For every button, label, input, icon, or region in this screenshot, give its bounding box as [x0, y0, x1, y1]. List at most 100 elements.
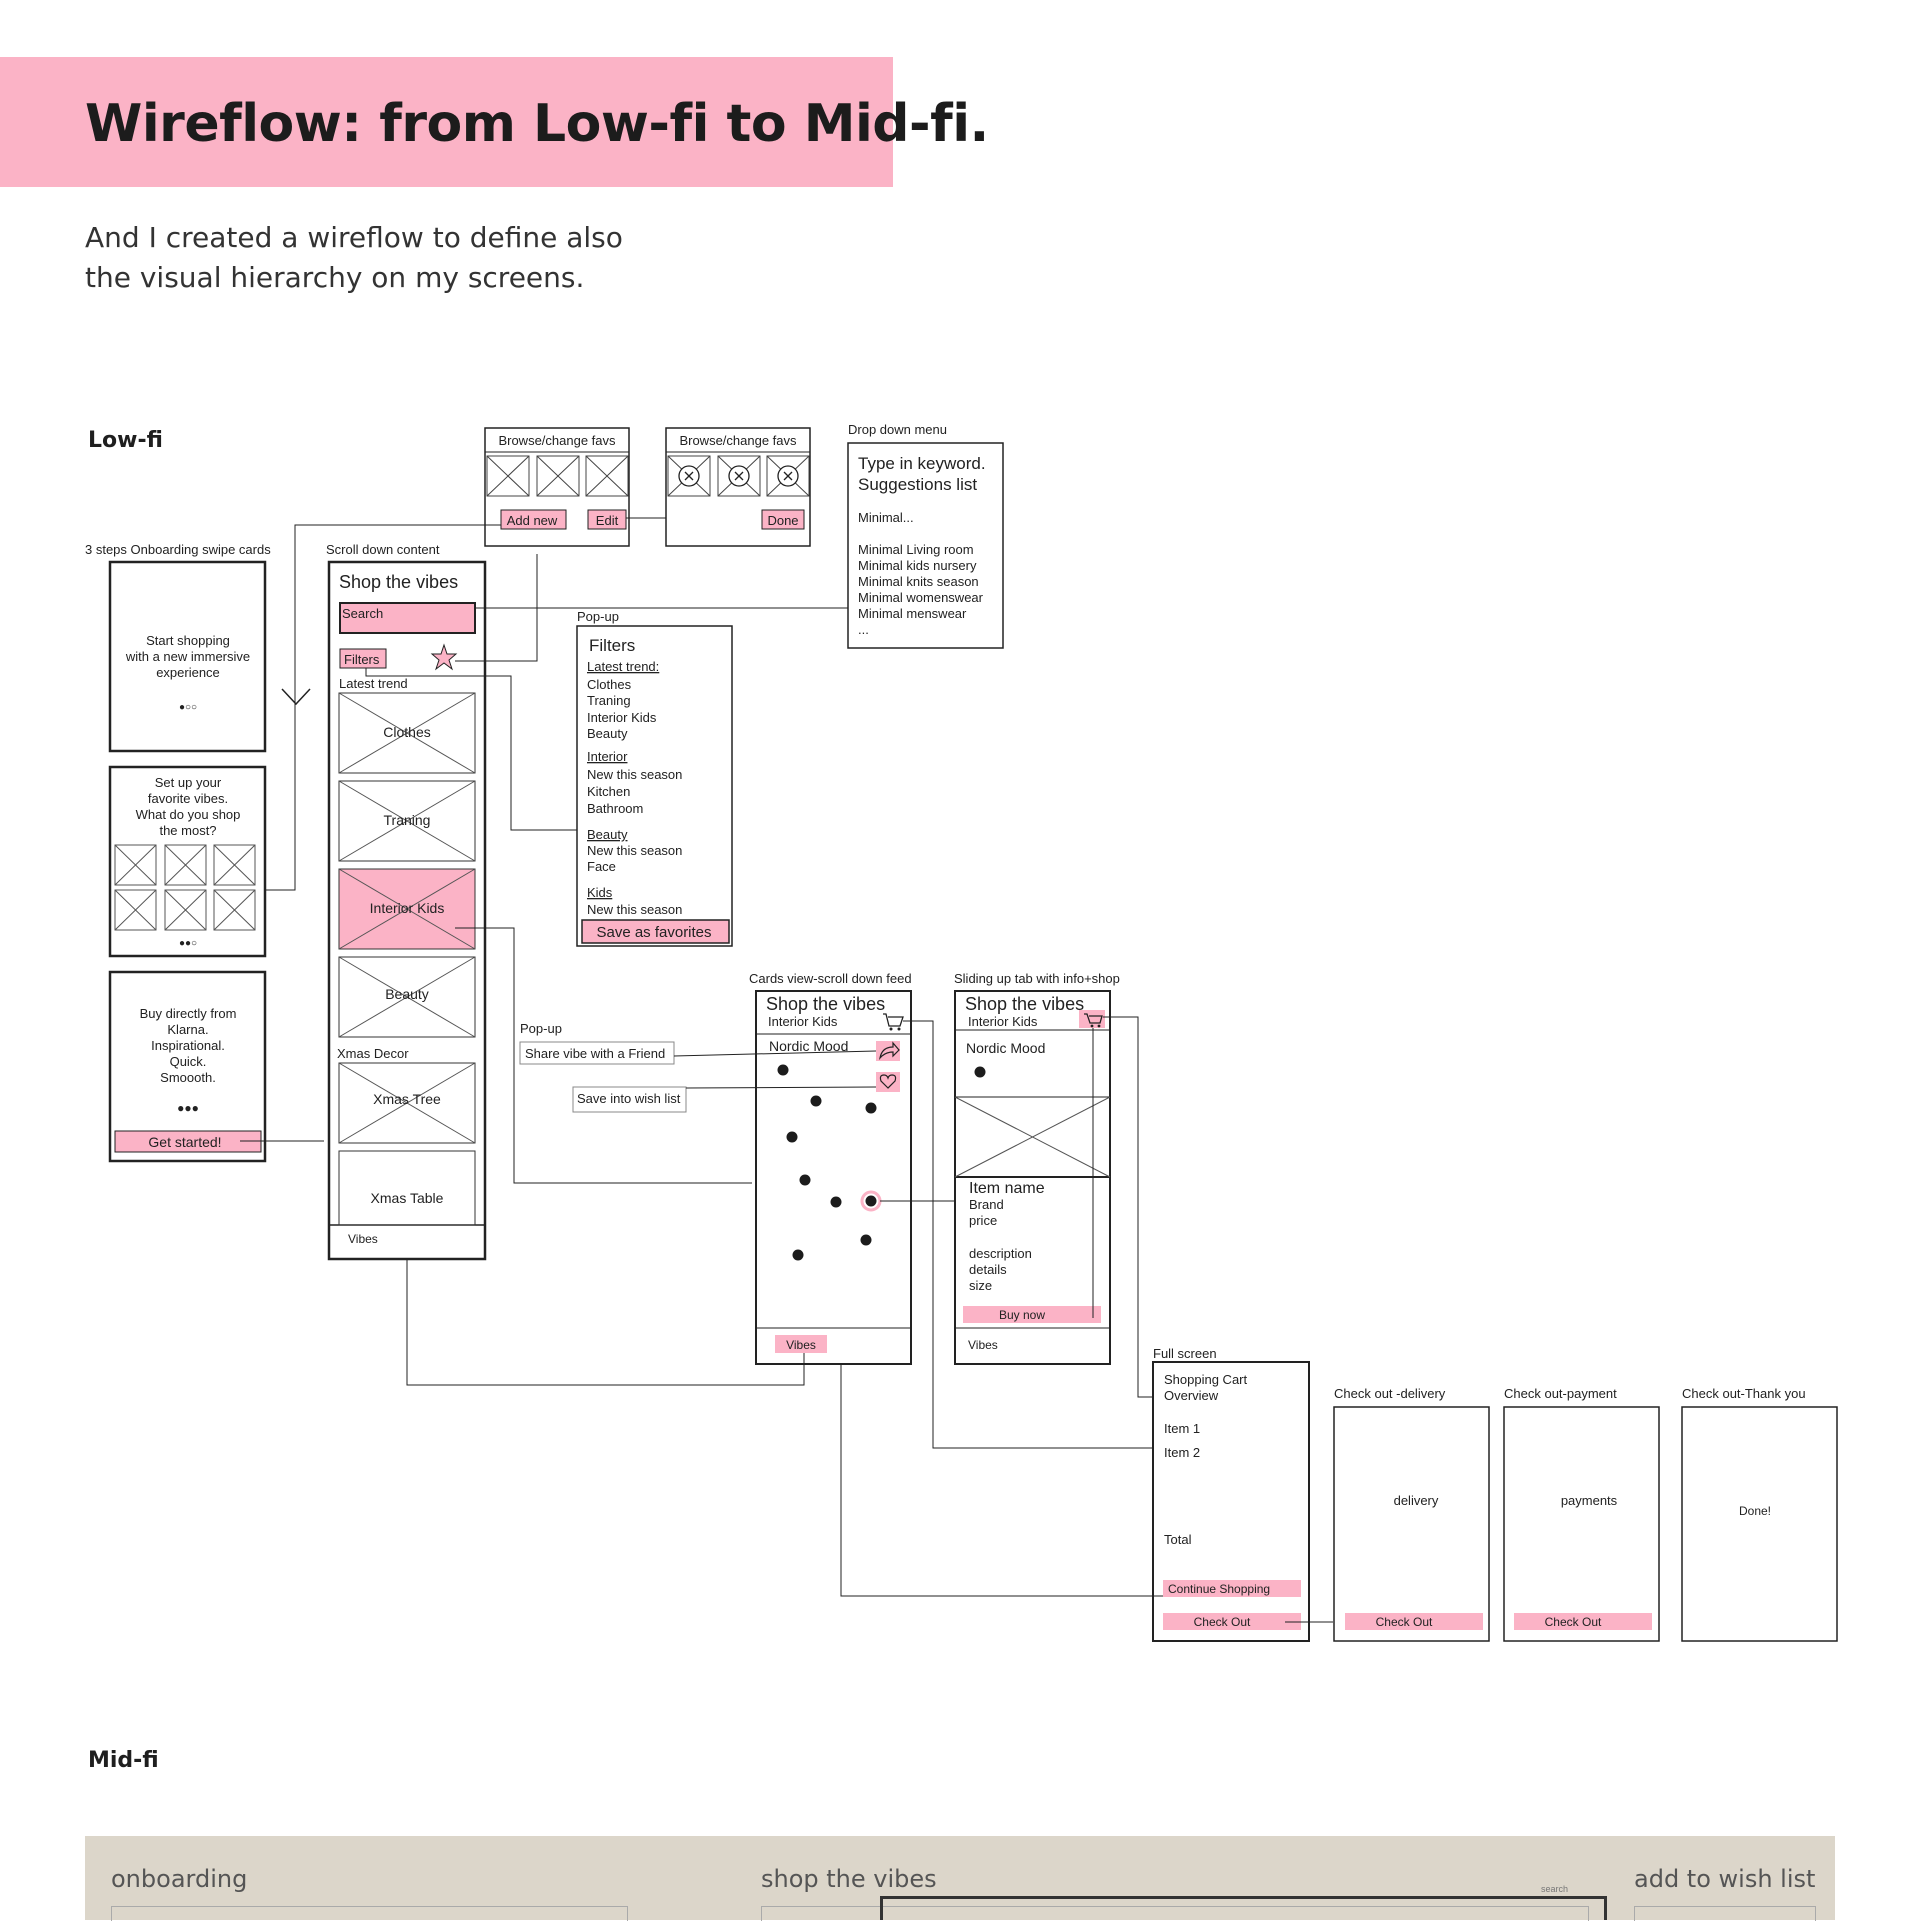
svg-text:Interior Kids: Interior Kids	[587, 710, 657, 725]
section-midfi-label: Mid-fi	[88, 1748, 159, 1773]
svg-text:details: details	[969, 1262, 1007, 1277]
done-button[interactable]: Done	[761, 509, 805, 530]
category-card-xmas-table[interactable]: Xmas Table	[338, 1150, 476, 1226]
midfi-wishlist-frame	[1634, 1906, 1816, 1921]
category-card-clothes[interactable]: Clothes	[338, 692, 476, 774]
vibes-tab-button[interactable]: Vibes	[775, 1335, 827, 1353]
svg-text:Vibes: Vibes	[786, 1338, 816, 1352]
svg-text:Done: Done	[767, 513, 798, 528]
svg-text:Kids: Kids	[587, 885, 613, 900]
dropdown-label: Drop down menu	[848, 422, 947, 437]
share-icon[interactable]	[876, 1041, 900, 1061]
svg-text:Beauty: Beauty	[385, 986, 429, 1002]
category-card-xmas-tree[interactable]: Xmas Tree	[338, 1062, 476, 1144]
svg-text:Continue Shopping: Continue Shopping	[1168, 1582, 1270, 1596]
screen-title: Shop the vibes	[965, 994, 1084, 1014]
svg-text:Shopping Cart: Shopping Cart	[1164, 1372, 1247, 1387]
save-wish-list-button[interactable]: Save into wish list	[572, 1086, 687, 1113]
shopping-cart-screen: Shopping Cart Overview Item 1 Item 2 Tot…	[1152, 1361, 1310, 1642]
svg-text:Type in keyword.: Type in keyword.	[858, 454, 986, 473]
svg-text:Buy directly from: Buy directly from	[140, 1006, 237, 1021]
star-icon[interactable]	[430, 643, 458, 671]
svg-text:New this season: New this season	[587, 902, 682, 917]
category-card-traning[interactable]: Traning	[338, 780, 476, 862]
svg-text:Search: Search	[342, 606, 383, 621]
checkout-payment-screen: payments	[1503, 1406, 1660, 1642]
svg-text:Browse/change favs: Browse/change favs	[679, 433, 797, 448]
svg-text:Bathroom: Bathroom	[587, 801, 643, 816]
midfi-shop-label: shop the vibes	[761, 1865, 937, 1893]
svg-text:Xmas Tree: Xmas Tree	[373, 1091, 441, 1107]
cards-view-label: Cards view-scroll down feed	[749, 971, 912, 986]
cart-icon[interactable]	[1079, 1010, 1105, 1028]
svg-text:New this season: New this season	[587, 843, 682, 858]
svg-text:Buy now: Buy now	[999, 1308, 1045, 1322]
pager-dots: ●●●	[177, 1101, 199, 1115]
add-new-button[interactable]: Add new	[500, 509, 567, 530]
svg-text:Quick.: Quick.	[170, 1054, 207, 1069]
continue-shopping-button[interactable]: Continue Shopping	[1163, 1580, 1301, 1597]
svg-text:Latest trend:: Latest trend:	[587, 659, 659, 674]
svg-text:Item 2: Item 2	[1164, 1445, 1200, 1460]
svg-text:Smoooth.: Smoooth.	[160, 1070, 216, 1085]
svg-text:Interior: Interior	[587, 749, 628, 764]
filters-button[interactable]: Filters	[339, 648, 387, 669]
edit-button[interactable]: Edit	[587, 509, 627, 530]
svg-text:Klarna.: Klarna.	[167, 1022, 208, 1037]
svg-text:Xmas Table: Xmas Table	[371, 1190, 444, 1206]
onboarding-card-2: Set up your favorite vibes. What do you …	[108, 765, 267, 958]
svg-text:Edit: Edit	[596, 513, 619, 528]
svg-text:Nordic Mood: Nordic Mood	[769, 1038, 848, 1054]
svg-text:Interior Kids: Interior Kids	[968, 1014, 1038, 1029]
svg-text:Check Out: Check Out	[1376, 1615, 1433, 1629]
midfi-wishlist-label: add to wish list	[1634, 1865, 1816, 1893]
svg-text:What do you shop: What do you shop	[136, 807, 241, 822]
svg-text:Beauty: Beauty	[587, 726, 628, 741]
share-vibe-button[interactable]: Share vibe with a Friend	[519, 1041, 675, 1065]
onboarding-card-3: Buy directly from Klarna. Inspirational.…	[108, 970, 267, 1163]
svg-text:Save into wish list: Save into wish list	[577, 1091, 681, 1106]
vibe-image-dots	[777, 1064, 877, 1261]
get-started-button[interactable]: Get started!	[114, 1130, 262, 1153]
title-banner	[0, 57, 893, 187]
buy-now-button[interactable]: Buy now	[963, 1306, 1101, 1323]
sliding-label: Sliding up tab with info+shop	[954, 971, 1120, 986]
svg-text:Clothes: Clothes	[587, 677, 632, 692]
heart-icon[interactable]	[876, 1072, 900, 1092]
svg-text:Save as favorites: Save as favorites	[596, 924, 711, 941]
svg-text:Get started!: Get started!	[148, 1134, 221, 1150]
category-card-interior-kids[interactable]: Interior Kids	[338, 868, 476, 950]
checkout-delivery-screen: delivery	[1333, 1406, 1490, 1642]
screen-title: Shop the vibes	[766, 994, 885, 1014]
midfi-search-label: search	[1541, 1884, 1569, 1894]
svg-text:Clothes: Clothes	[383, 724, 430, 740]
svg-text:Item name: Item name	[969, 1180, 1045, 1197]
svg-text:Minimal knits season: Minimal knits season	[858, 574, 979, 589]
svg-text:Kitchen: Kitchen	[587, 784, 630, 799]
delivery-checkout-button[interactable]: Check Out	[1345, 1613, 1483, 1630]
svg-text:Done!: Done!	[1739, 1504, 1771, 1518]
svg-text:Set up your: Set up your	[155, 775, 222, 790]
svg-text:Traning: Traning	[587, 693, 631, 708]
category-card-beauty[interactable]: Beauty	[338, 956, 476, 1038]
pager-dots: ●●○	[179, 938, 197, 949]
midfi-onboarding-frame	[111, 1906, 628, 1921]
filters-popup-label: Pop-up	[577, 609, 619, 624]
favorite-image-placeholders	[114, 844, 256, 931]
vibes-tab: Vibes	[348, 1232, 378, 1246]
search-input[interactable]: Search	[339, 602, 476, 634]
svg-text:with a new immersive: with a new immersive	[125, 649, 250, 664]
svg-text:the most?: the most?	[159, 823, 216, 838]
svg-text:Suggestions list: Suggestions list	[858, 475, 977, 494]
save-as-favorites-button[interactable]: Save as favorites	[581, 919, 730, 944]
svg-text:Browse/change favs: Browse/change favs	[498, 433, 616, 448]
svg-text:Minimal...: Minimal...	[858, 510, 914, 525]
onboarding-label: 3 steps Onboarding swipe cards	[85, 542, 271, 557]
screen-title: Shop the vibes	[339, 572, 458, 592]
svg-text:delivery: delivery	[1394, 1493, 1439, 1508]
payment-checkout-button[interactable]: Check Out	[1514, 1613, 1652, 1630]
cart-icon[interactable]	[883, 1013, 904, 1031]
svg-text:Nordic Mood: Nordic Mood	[966, 1040, 1045, 1056]
svg-text:Traning: Traning	[384, 812, 431, 828]
cart-checkout-button[interactable]: Check Out	[1163, 1613, 1301, 1630]
